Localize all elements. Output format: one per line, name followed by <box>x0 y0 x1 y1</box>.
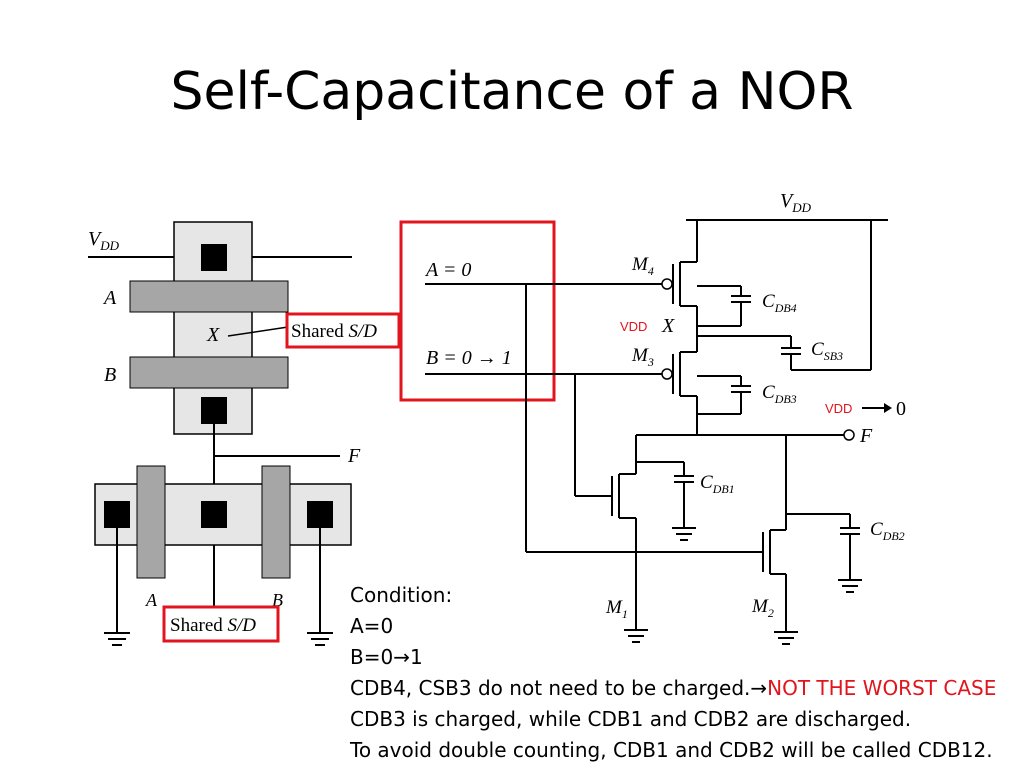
output-f-label: F <box>859 425 873 447</box>
layout-x-label: X <box>206 324 220 346</box>
gnd-contact-left <box>104 501 130 528</box>
layout-diagram: VDD A B X Shared S/D F A <box>88 221 401 646</box>
m2-label: M2 <box>751 596 774 620</box>
inputs-highlight-box <box>399 220 556 402</box>
poly-a <box>129 280 289 313</box>
f-vdd-annotation: VDD <box>825 401 852 416</box>
schematic-vdd-label: VDD <box>780 190 812 215</box>
notes-charging-text: CDB4, CSB3 do not need to be charged.→ <box>350 676 768 700</box>
cdb3-label: CDB3 <box>762 382 797 406</box>
shared-sd-bottom-box <box>162 605 280 643</box>
m4-bubble <box>661 278 673 290</box>
not-worst-case-highlight: NOT THE WORST CASE <box>767 676 997 700</box>
x-pointer-line <box>227 326 289 337</box>
layout-vdd-label: VDD <box>88 228 120 253</box>
output-contact-top <box>201 397 227 424</box>
node-x-label: X <box>661 315 675 337</box>
cdb1-label: CDB1 <box>700 472 735 496</box>
output-contact-bottom <box>201 501 227 528</box>
poly-b-bottom <box>261 465 291 579</box>
notes-line-b: B=0→1 <box>350 645 423 669</box>
schematic: A = 0 B = 0 → 1 VDD M4 CDB4 X VDD <box>399 190 906 645</box>
csb3-label: CSB3 <box>811 339 843 363</box>
poly-a-bottom <box>136 465 166 579</box>
m3-bubble <box>661 368 673 380</box>
layout-bottom-a-label: A <box>145 590 158 610</box>
input-b-label: B = 0 → 1 <box>426 347 512 369</box>
condition-notes: Condition: A=0 B=0→1 CDB4, CSB3 do not n… <box>350 580 996 766</box>
shared-sd-top-box <box>285 312 401 349</box>
notes-line-a: A=0 <box>350 614 394 638</box>
layout-b-label: B <box>104 364 116 386</box>
vdd-contact <box>201 244 227 271</box>
input-a-label: A = 0 <box>424 259 471 281</box>
notes-line-cdb3: CDB3 is charged, while CDB1 and CDB2 are… <box>350 707 912 731</box>
notes-line-condition: Condition: <box>350 583 453 607</box>
m1-label: M1 <box>605 597 628 621</box>
x-vdd-annotation: VDD <box>620 319 647 334</box>
gnd-contact-right <box>307 501 333 528</box>
cdb2-label: CDB2 <box>870 519 905 543</box>
m3-label: M3 <box>631 345 654 369</box>
layout-f-label: F <box>347 445 361 467</box>
poly-b <box>129 356 289 389</box>
output-f-terminal <box>843 429 855 441</box>
slide-title: Self-Capacitance of a NOR <box>170 62 854 122</box>
f-final-value: 0 <box>896 398 906 420</box>
shared-sd-top-label: Shared S/D <box>291 321 377 342</box>
m4-label: M4 <box>631 254 654 278</box>
cdb4-label: CDB4 <box>762 291 797 315</box>
layout-a-label: A <box>102 287 117 309</box>
layout-bottom-b-label: B <box>272 590 283 610</box>
notes-line-charging: CDB4, CSB3 do not need to be charged.→NO… <box>350 673 996 704</box>
notes-line-double-counting: To avoid double counting, CDB1 and CDB2 … <box>350 738 993 762</box>
shared-sd-bottom-label: Shared S/D <box>170 615 256 636</box>
